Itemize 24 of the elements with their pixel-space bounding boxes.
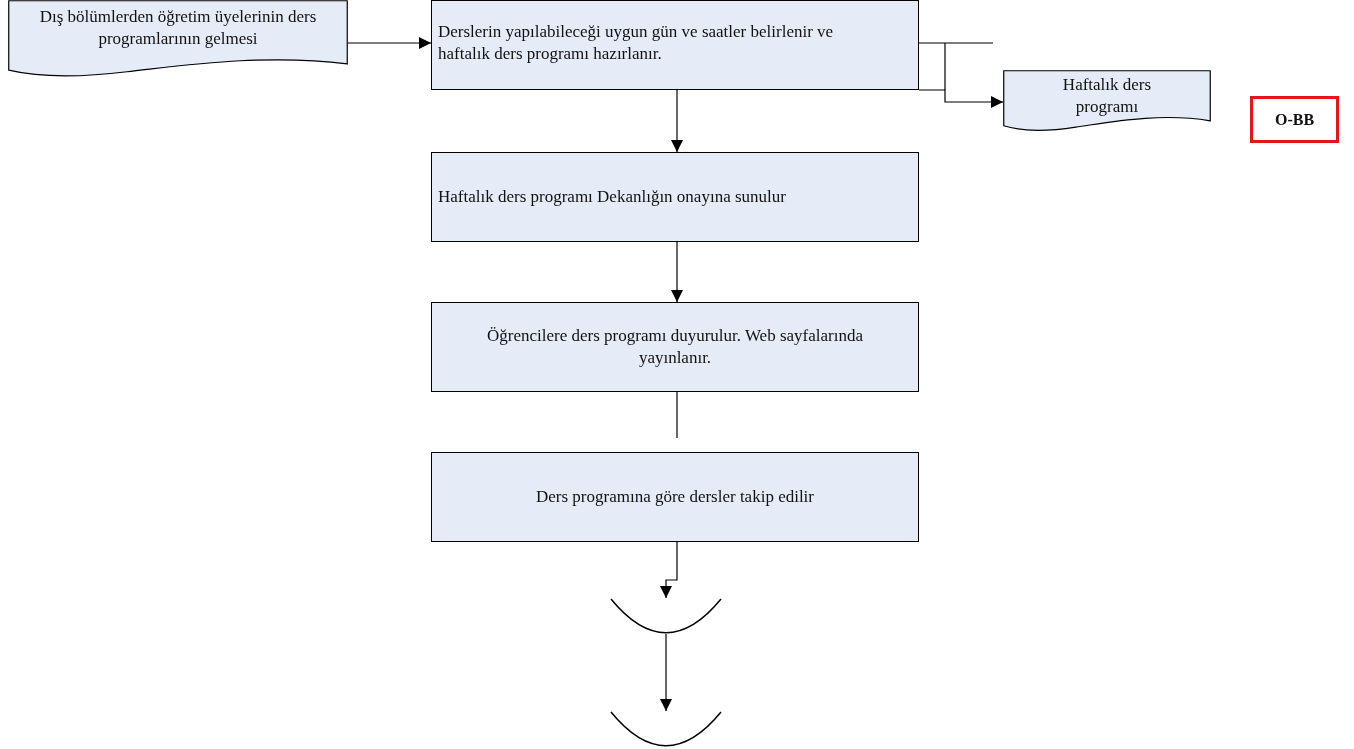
step-text: Haftalık ders programı Dekanlığın onayına sunulur	[438, 186, 786, 208]
process-box	[431, 302, 919, 392]
arrow	[671, 241, 683, 303]
arrow	[918, 89, 1004, 108]
step-text: O-BB	[1274, 109, 1315, 130]
document-shape	[1003, 70, 1211, 132]
arrow	[347, 37, 432, 49]
process-box	[431, 152, 919, 242]
connector-arc	[610, 598, 722, 634]
step-text: Öğrencilere ders programı duyurulur. Web sayfalarında yayınlanır.	[486, 325, 864, 369]
arrow	[671, 89, 683, 153]
connector-line	[676, 391, 678, 439]
document-shape	[8, 0, 348, 78]
connector-line	[918, 42, 994, 91]
process-box	[431, 0, 919, 90]
connector-arc	[610, 711, 722, 747]
process-box	[431, 452, 919, 542]
step-text: Dış bölümlerden öğretim üyelerinin ders programlarının gelmesi	[38, 6, 318, 50]
code-box	[1250, 96, 1339, 143]
step-text: Derslerin yapılabileceği uygun gün ve saatler belirlenir ve haftalık ders programı hazırlanır.	[438, 21, 835, 65]
step-text: Ders programına göre dersler takip edilir	[535, 486, 814, 508]
step-text: Haftalık ders programı	[1061, 74, 1153, 118]
arrow	[660, 541, 678, 599]
arrow	[660, 633, 672, 712]
